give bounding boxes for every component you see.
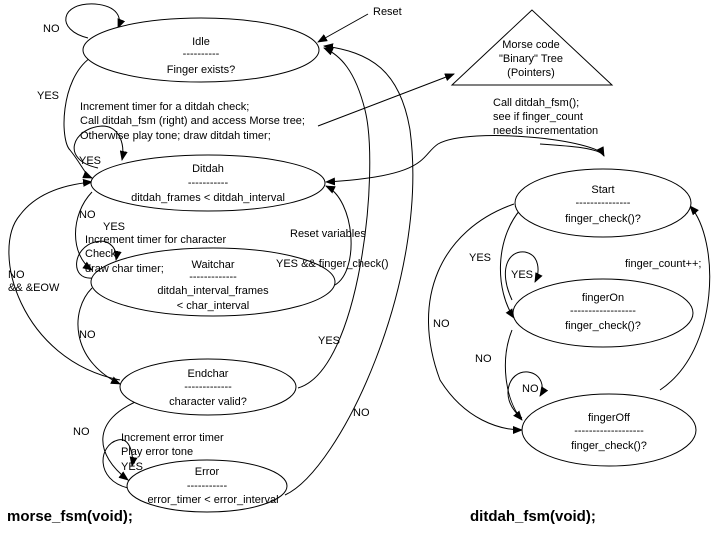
start-to-fingeroff-edge [428, 203, 523, 434]
error-yes-label: YES [121, 461, 143, 473]
tree-line-3: (Pointers) [507, 67, 555, 79]
ditdah-no-label: NO [79, 209, 96, 221]
waitchar-reset-edge [325, 185, 352, 286]
ditdah-self-loop [73, 125, 128, 169]
error-condition: error_timer < error_interval [147, 494, 278, 506]
ditdah-separator: ----------- [188, 177, 229, 189]
finger-count-label: finger_count++; [625, 258, 701, 270]
waitchar-no-label: NO [79, 329, 96, 341]
endchar-separator: ------------- [184, 381, 232, 393]
error-separator: ----------- [187, 480, 228, 492]
state-error: Error ----------- error_timer < error_in… [126, 459, 288, 513]
ditdah-to-waitchar-edge [75, 191, 93, 271]
ditdah-yes-label: YES [79, 155, 101, 167]
error-self-loop [102, 439, 138, 489]
state-waitchar: Waitchar ------------- ditdah_interval_f… [90, 247, 336, 317]
idle-condition: Finger exists? [167, 64, 235, 76]
start-yes-label: YES [469, 252, 491, 264]
edges-morse-fsm [8, 3, 605, 496]
error-to-idle-edge [284, 43, 414, 496]
call-ditdah-fsm-edge [325, 135, 605, 186]
fingeron-no-label: NO [475, 353, 492, 365]
waitchar-self-loop [76, 240, 122, 279]
fingeroff-name: fingerOff [588, 412, 631, 424]
tree-line-1: Morse code [502, 39, 559, 51]
error-name: Error [195, 466, 220, 478]
ditdah-condition: ditdah_frames < ditdah_interval [131, 192, 285, 204]
reset-arrow [317, 13, 369, 43]
waitchar-separator: ------------- [189, 271, 237, 283]
fingeron-separator: ------------------ [570, 305, 636, 317]
endchar-to-error-edge [102, 399, 141, 481]
endchar-no-label: NO [73, 426, 90, 438]
ditdah-note-2: Call ditdah_fsm (right) and access Morse… [80, 115, 305, 127]
morse-fsm-title: morse_fsm(void); [7, 508, 133, 525]
state-ditdah: Ditdah ----------- ditdah_frames < ditda… [90, 154, 326, 212]
tree-line-2: "Binary" Tree [499, 53, 563, 65]
ditdah-note-3: Otherwise play tone; draw ditdah timer; [80, 130, 271, 142]
waitchar-note-1: Increment timer for character [85, 234, 227, 246]
start-no-label: NO [433, 318, 450, 330]
fingeron-self-loop [504, 251, 543, 301]
error-no-label: NO [353, 407, 370, 419]
start-to-fingeron-edge [500, 209, 521, 319]
idle-self-loop [65, 3, 126, 39]
waitchar-condition-1: ditdah_interval_frames [157, 285, 269, 297]
ditdah-name: Ditdah [192, 163, 224, 175]
notes: Increment timer for a ditdah check; Call… [80, 97, 598, 458]
start-name: Start [591, 184, 614, 196]
idle-no-label: NO [43, 23, 60, 35]
error-note-1: Increment error timer [121, 432, 224, 444]
fingeroff-separator: ------------------- [574, 425, 644, 437]
fingeroff-no-label: NO [522, 383, 539, 395]
eow-no-label: NO [8, 269, 25, 281]
endchar-yes-label: YES [318, 335, 340, 347]
reset-variables-label: Reset variables [290, 228, 366, 240]
ditdah-fsm-title: ditdah_fsm(void); [470, 508, 596, 525]
idle-separator: ---------- [183, 48, 220, 60]
error-note-2: Play error tone [121, 446, 193, 458]
eow-and-label: && &EOW [8, 282, 60, 294]
waitchar-to-endchar-edge [77, 287, 121, 385]
idle-to-ditdah-edge [63, 57, 93, 179]
fingeron-to-fingeroff-edge [504, 329, 523, 421]
state-endchar: Endchar ------------- character valid? [119, 358, 297, 416]
call-ditdah-fsm-return [539, 143, 605, 157]
waitchar-yes-label: YES [103, 221, 125, 233]
state-fingeron: fingerOn ------------------ finger_check… [512, 278, 694, 348]
state-idle: Idle ---------- Finger exists? [82, 17, 320, 83]
fingeroff-condition: finger_check()? [571, 440, 647, 452]
idle-name: Idle [192, 36, 210, 48]
waitchar-eow-edge [8, 178, 121, 381]
endchar-condition: character valid? [169, 396, 247, 408]
waitchar-note-2: Check; [85, 248, 119, 260]
edge-labels: Reset NO YES YES NO YES NO && &EOW NO Re… [8, 6, 701, 473]
fingeron-name: fingerOn [582, 292, 624, 304]
waitchar-note-3: draw char timer; [85, 263, 164, 275]
fingeroff-self-loop [507, 371, 549, 419]
call-note-3: needs incrementation [493, 125, 598, 137]
fingeron-condition: finger_check()? [565, 320, 641, 332]
ditdah-note-1: Increment timer for a ditdah check; [80, 101, 249, 113]
endchar-name: Endchar [188, 368, 229, 380]
morse-tree: Morse code "Binary" Tree (Pointers) [450, 9, 614, 86]
state-start: Start --------------- finger_check()? [514, 168, 692, 238]
finger-check-label: YES && finger_check() [276, 258, 389, 270]
ditdah-to-tree-edge [317, 73, 455, 127]
call-note-2: see if finger_count [493, 111, 583, 123]
fingeron-to-start-edge [659, 205, 711, 391]
waitchar-name: Waitchar [192, 259, 235, 271]
reset-label: Reset [373, 6, 402, 18]
start-separator: --------------- [576, 197, 631, 209]
endchar-to-idle-edge [297, 47, 371, 389]
start-condition: finger_check()? [565, 213, 641, 225]
edges-ditdah-fsm [428, 203, 711, 434]
call-note-1: Call ditdah_fsm(); [493, 97, 579, 109]
waitchar-condition-2: < char_interval [177, 300, 249, 312]
state-fingeroff: fingerOff ------------------- finger_che… [521, 393, 697, 467]
fingeron-yes-label: YES [511, 269, 533, 281]
idle-yes-label: YES [37, 90, 59, 102]
